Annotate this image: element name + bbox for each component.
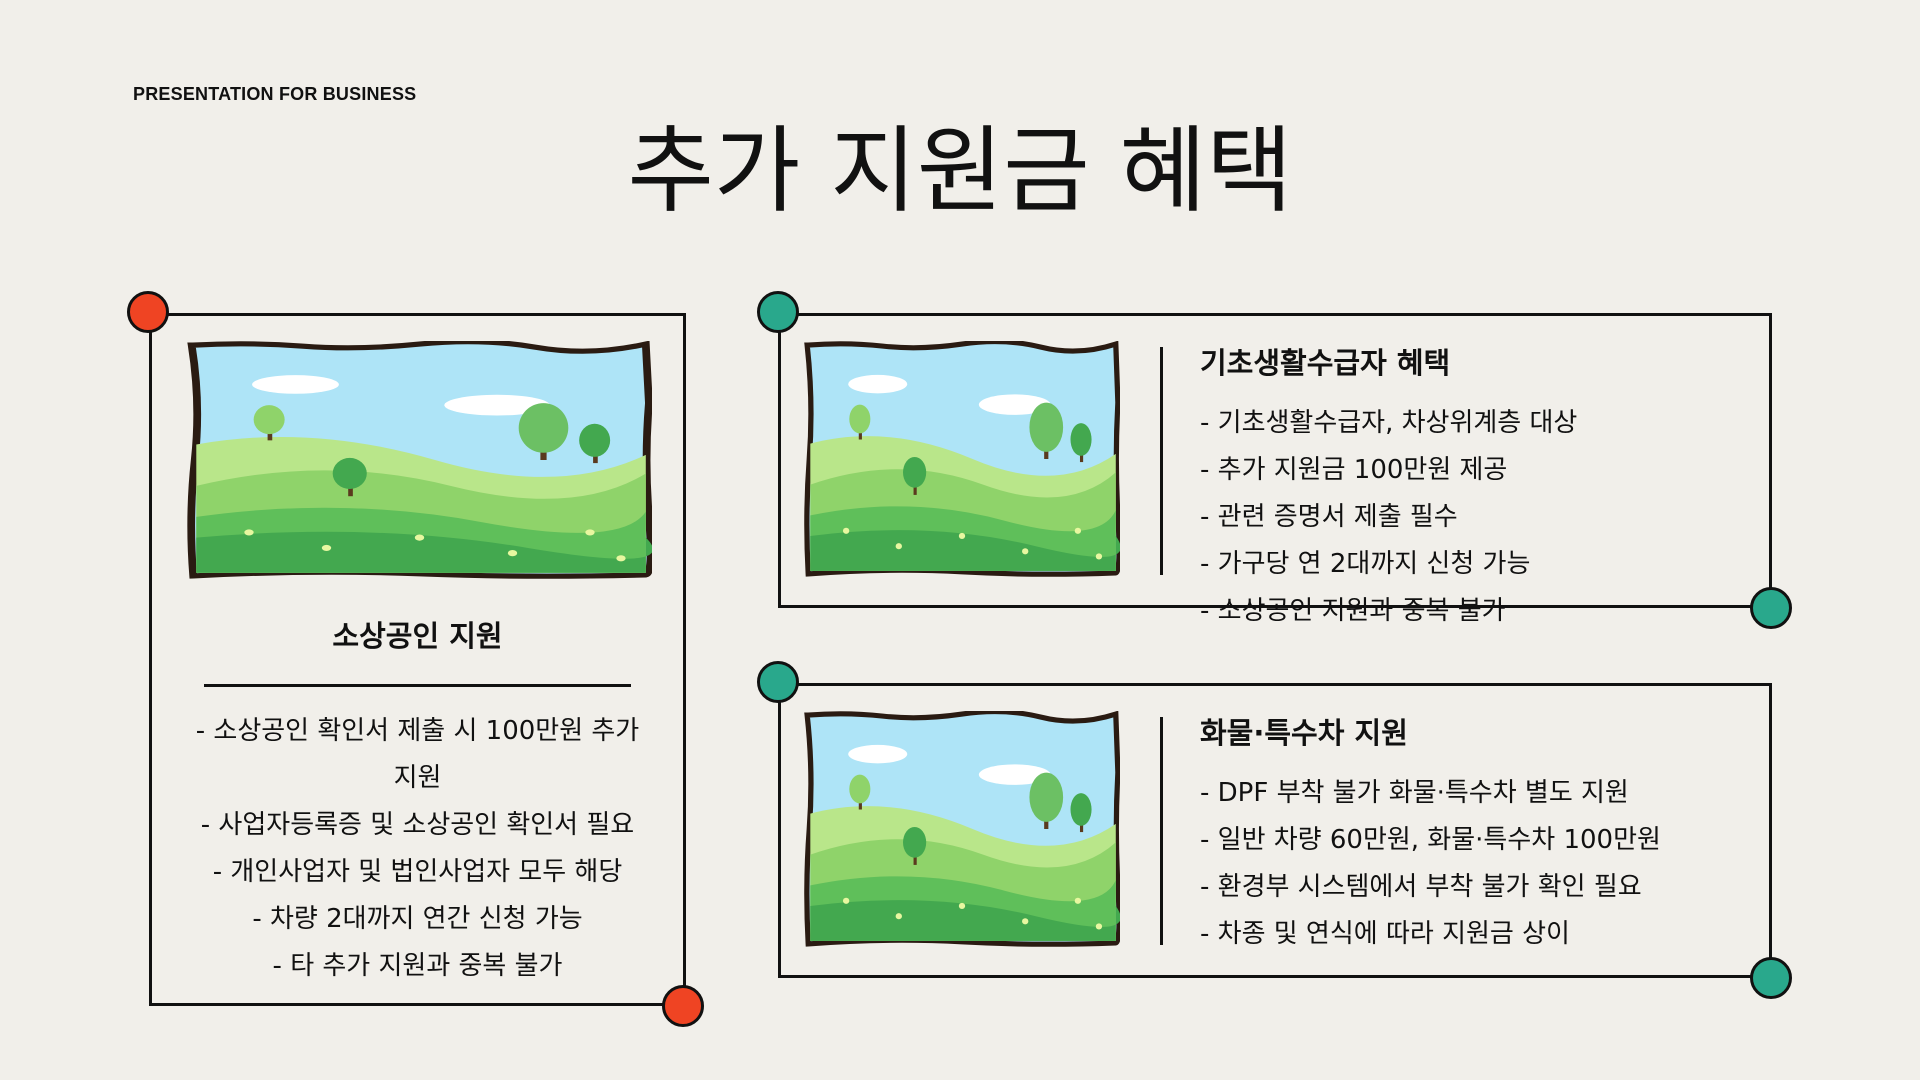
corner-dot-green [1750, 587, 1792, 629]
list-item: - 기초생활수급자, 차상위계층 대상 [1200, 408, 1578, 438]
list-item: - 일반 차량 60만원, 화물·특수차 100만원 [1200, 825, 1661, 855]
landscape-illustration-icon [804, 711, 1120, 947]
card-heading: 기초생활수급자 혜택 [1200, 346, 1451, 380]
card-heading: 소상공인 지원 [332, 619, 503, 653]
corner-dot-red [127, 291, 169, 333]
page-title: 추가 지원금 혜택 [627, 117, 1293, 226]
card-small-business: 소상공인 지원 - 소상공인 확인서 제출 시 100만원 추가 지원 - 사업… [149, 313, 686, 1006]
landscape-illustration-icon [804, 341, 1120, 577]
divider [1160, 347, 1163, 575]
list-item: - 환경부 시스템에서 부착 불가 확인 필요 [1200, 872, 1642, 902]
benefit-list: - 기초생활수급자, 차상위계층 대상 - 추가 지원금 100만원 제공 - … [1200, 400, 1577, 635]
corner-dot-red [662, 985, 704, 1027]
eyebrow-label: PRESENTATION FOR BUSINESS [133, 84, 417, 104]
card-truck-special-vehicle: 화물·특수차 지원 - DPF 부착 불가 화물·특수차 별도 지원 - 일반 … [778, 683, 1772, 978]
corner-dot-green [757, 291, 799, 333]
list-item: - 추가 지원금 100만원 제공 [1200, 455, 1508, 485]
card-basic-livelihood: 기초생활수급자 혜택 - 기초생활수급자, 차상위계층 대상 - 추가 지원금 … [778, 313, 1772, 626]
list-item: - 소상공인 확인서 제출 시 100만원 추가 지원 [195, 716, 640, 793]
divider [1160, 717, 1163, 945]
list-item: - DPF 부착 불가 화물·특수차 별도 지원 [1200, 778, 1629, 808]
corner-dot-green [757, 661, 799, 703]
card-heading: 화물·특수차 지원 [1200, 716, 1408, 750]
landscape-illustration-icon [187, 341, 652, 579]
divider [204, 684, 631, 687]
list-item: - 소상공인 지원과 중복 불가 [1200, 596, 1506, 626]
list-item: - 사업자등록증 및 소상공인 확인서 필요 [200, 810, 635, 840]
benefit-list: - DPF 부착 불가 화물·특수차 별도 지원 - 일반 차량 60만원, 화… [1200, 770, 1661, 958]
list-item: - 차량 2대까지 연간 신청 가능 [252, 904, 583, 934]
corner-dot-green [1750, 957, 1792, 999]
list-item: - 개인사업자 및 법인사업자 모두 해당 [212, 857, 623, 887]
benefit-list: - 소상공인 확인서 제출 시 100만원 추가 지원 - 사업자등록증 및 소… [187, 708, 648, 990]
list-item: - 차종 및 연식에 따라 지원금 상이 [1200, 919, 1570, 949]
list-item: - 가구당 연 2대까지 신청 가능 [1200, 549, 1531, 579]
list-item: - 관련 증명서 제출 필수 [1200, 502, 1458, 532]
list-item: - 타 추가 지원과 중복 불가 [272, 951, 563, 981]
